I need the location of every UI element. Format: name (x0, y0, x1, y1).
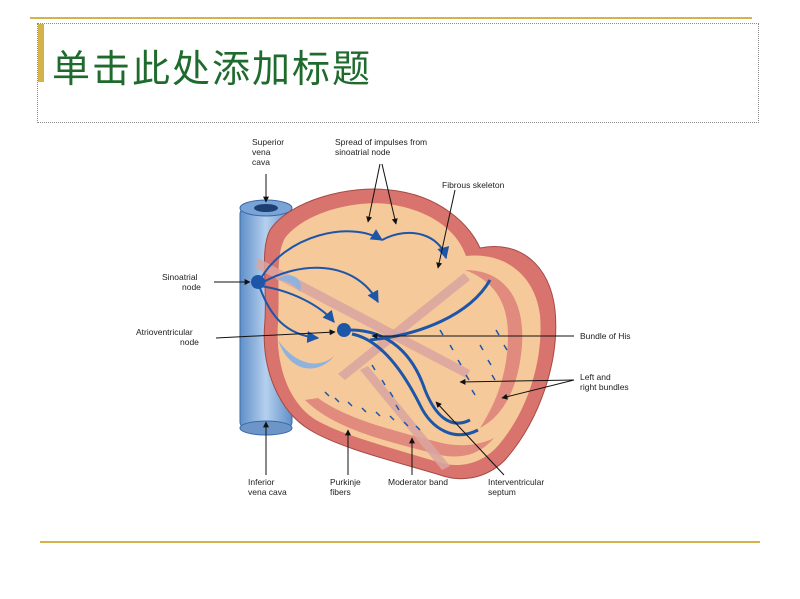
label-superior-vena-cava: Superior vena cava (252, 137, 287, 167)
heart-conduction-diagram: Superior vena cava Spread of impulses fr… (120, 130, 680, 515)
label-moderator-band: Moderator band (388, 477, 448, 487)
title-accent-bar (38, 24, 44, 82)
impulse-arrows (259, 229, 450, 343)
label-fibrous-skeleton: Fibrous skeleton (442, 180, 505, 190)
slide-title[interactable]: 单击此处添加标题 (52, 47, 373, 91)
title-placeholder[interactable]: 单击此处添加标题 (37, 23, 759, 123)
ventricle-wall (305, 398, 494, 457)
top-rule (30, 17, 752, 19)
label-interventricular-septum: Interventricular septum (488, 477, 547, 497)
label-left-right-bundles: Left and right bundles (580, 372, 629, 392)
purkinje-fibers (324, 329, 508, 431)
label-inferior-vena-cava: Inferior vena cava (248, 477, 287, 497)
label-bundle-of-his: Bundle of His (580, 331, 631, 341)
label-atrioventricular-node: Atrioventricular node (136, 327, 199, 347)
label-sinoatrial-node: Sinoatrial node (162, 272, 201, 292)
leader-lines (214, 163, 575, 476)
atrioventricular-node (337, 323, 351, 337)
fibrous-skeleton (256, 258, 470, 378)
label-purkinje-fibers: Purkinje fibers (330, 477, 363, 497)
label-spread-of-impulses: Spread of impulses from sinoatrial node (335, 137, 430, 157)
bottom-rule (40, 541, 760, 543)
